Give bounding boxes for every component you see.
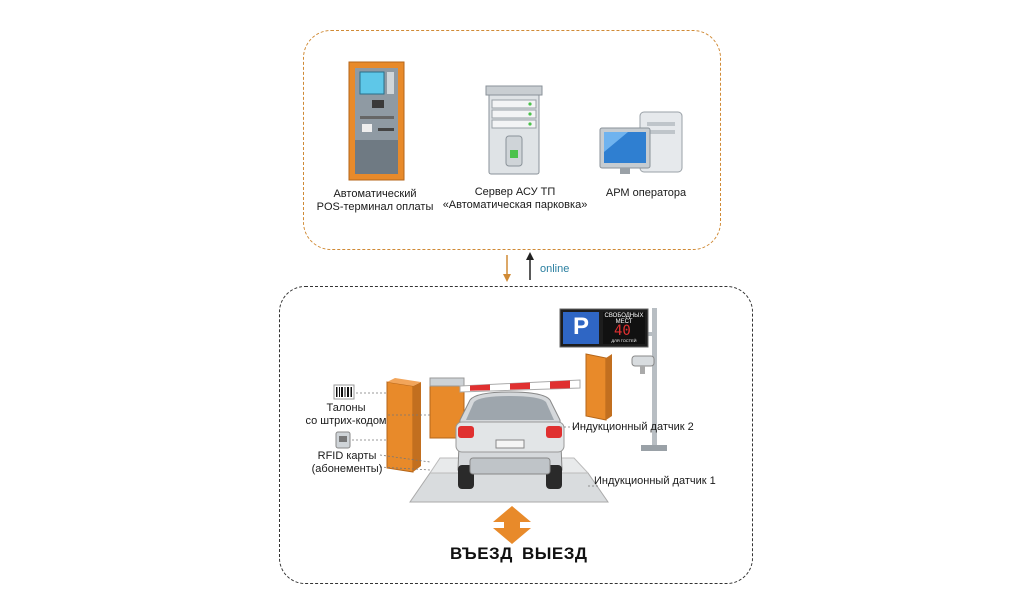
downlink-arrow-icon <box>503 255 511 282</box>
entry-terminal-column <box>386 378 421 473</box>
rfid-cards-label: RFID карты (абонементы) <box>302 450 392 476</box>
entry-exit-arrow-icon <box>493 506 531 544</box>
parking-sign-text: СВОБОДНЫХ МЕСТ <box>603 313 645 325</box>
server-icon <box>485 85 543 175</box>
parking-sign-letter: P <box>572 313 589 340</box>
barcode-tickets-line2: со штрих-кодом <box>305 415 387 427</box>
barcode-tickets-label: Талоны со штрих-кодом <box>300 402 392 428</box>
rfid-cards-line1: RFID карты <box>317 450 377 462</box>
parking-sign-line2: МЕСТ <box>615 319 633 325</box>
barcode-icon <box>333 384 355 400</box>
workstation-label: АРМ оператора <box>605 187 687 199</box>
rfid-card-icon <box>335 431 351 449</box>
car-icon <box>455 391 565 489</box>
sensor-1-label: Индукционный датчик 1 <box>594 475 716 487</box>
uplink-arrow-icon <box>526 252 534 280</box>
server-line2: «Автоматическая парковка» <box>442 199 588 211</box>
workstation-icon <box>599 111 683 174</box>
pos-terminal-icon <box>348 61 405 181</box>
pos-terminal-line2: POS-терминал оплаты <box>316 201 434 213</box>
parking-sign-line1: СВОБОДНЫХ <box>604 313 644 319</box>
top-system-frame <box>303 30 721 250</box>
exit-terminal-column <box>585 353 612 421</box>
entry-label: ВЪЕЗД <box>450 544 513 563</box>
leader-lines <box>352 392 600 487</box>
parking-entry-frame <box>279 286 753 584</box>
barcode-tickets-line1: Талоны <box>326 402 366 414</box>
sensor-2-label: Индукционный датчик 2 <box>572 421 694 433</box>
parking-sign-line3: ДЛЯ ГОСТЕЙ <box>611 338 637 343</box>
exit-label: ВЫЕЗД <box>522 544 588 563</box>
server-line1: Сервер АСУ ТП <box>474 186 556 198</box>
online-label: online <box>540 263 570 275</box>
parking-sign <box>559 308 649 348</box>
camera-icon <box>631 355 655 374</box>
parking-sign-count: 40 <box>614 323 631 339</box>
pos-terminal-label: Автоматический POS-терминал оплаты <box>300 188 450 214</box>
pos-terminal-line1: Автоматический <box>333 188 417 200</box>
rfid-cards-line2: (абонементы) <box>311 463 383 475</box>
server-label: Сервер АСУ ТП «Автоматическая парковка» <box>440 186 590 212</box>
